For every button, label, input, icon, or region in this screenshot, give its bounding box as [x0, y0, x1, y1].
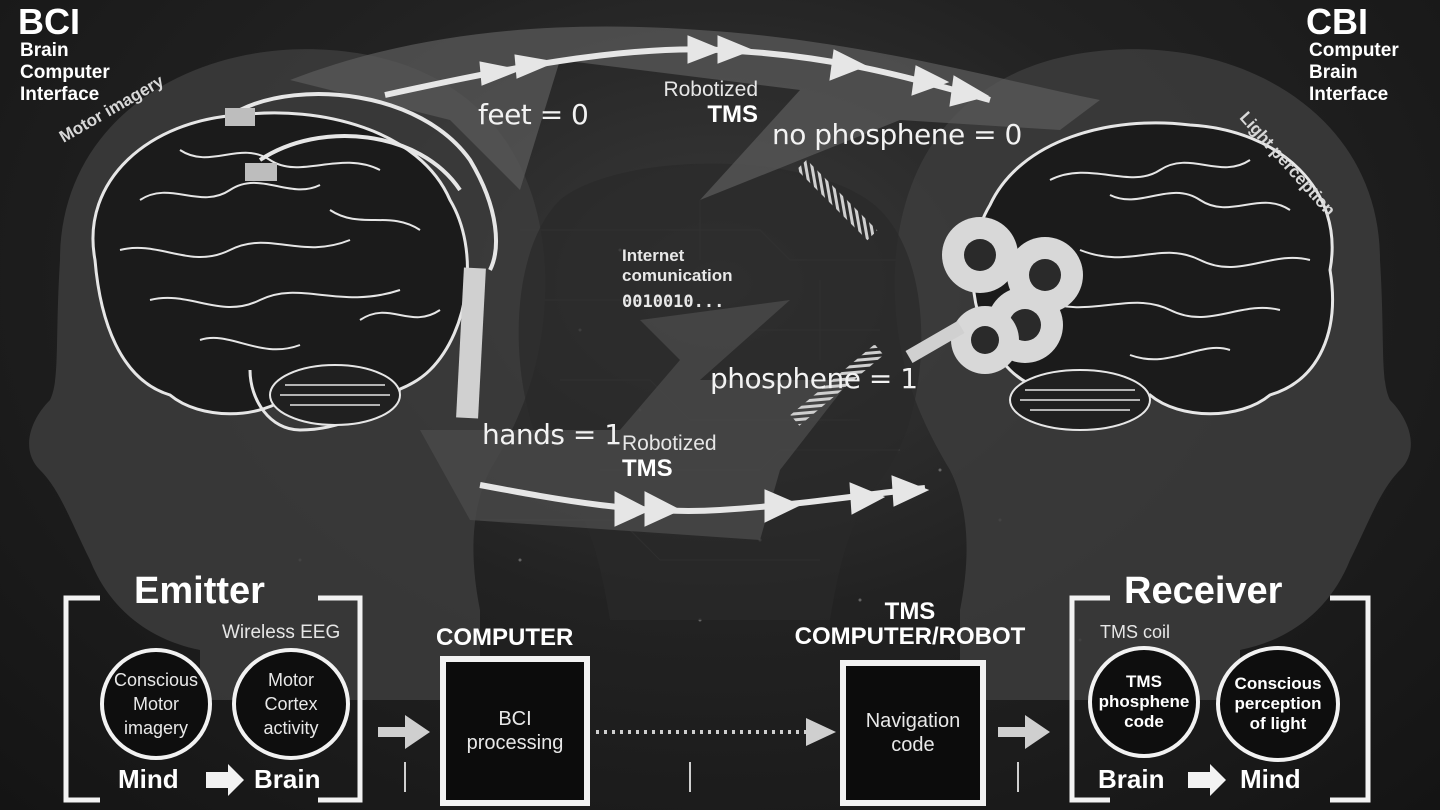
- tms-coil-icon: [790, 159, 1083, 426]
- bci-processing-line2: processing: [466, 732, 564, 754]
- emitter-brain-label: Brain: [254, 764, 321, 794]
- arrow-right-icon: [206, 764, 1226, 796]
- navigation-code-box: Navigation code: [840, 660, 986, 806]
- conscious-perception-circle: Conscious perception of light: [1216, 646, 1340, 762]
- emitter-circle2-line2: Cortex: [264, 694, 318, 714]
- emitter-circle1-line3: imagery: [123, 718, 188, 738]
- top-flow-arrow: [384, 35, 991, 107]
- bottom-robotized-tms: Robotized TMS: [622, 432, 717, 482]
- brain-right-icon: [971, 121, 1334, 431]
- arrow-right-icon: [998, 715, 1050, 749]
- bci-line1: Brain: [20, 40, 69, 61]
- bottom-robotized-line1: Robotized: [622, 432, 717, 455]
- top-robotized-tms: Robotized TMS: [652, 78, 758, 128]
- bottom-robotized-line2: TMS: [622, 455, 673, 482]
- wireless-eeg-label: Wireless EEG: [222, 622, 341, 643]
- cbi-line2: Brain: [1309, 62, 1358, 83]
- feet-zero-label: feet = 0: [478, 98, 589, 131]
- tick-marks: [404, 762, 1019, 792]
- receiver-circle2-line2: perception: [1234, 694, 1322, 713]
- cbi-abbr: CBI: [1306, 1, 1368, 42]
- eeg-electrode-icon: [225, 108, 255, 126]
- tms-coil-label: TMS coil: [1100, 622, 1171, 642]
- arrow-right-icon: [378, 715, 430, 749]
- internet-line1: Internet: [622, 246, 685, 265]
- phosphene-one-label: phosphene = 1: [710, 362, 918, 395]
- cbi-line3: Interface: [1309, 84, 1389, 105]
- emitter-circle2-line3: activity: [263, 718, 319, 738]
- tms-robot-title: TMS COMPUTER/ROBOT: [780, 600, 1040, 650]
- brain-left-icon: [91, 111, 469, 432]
- internet-bits: 0010010...: [622, 292, 725, 312]
- receiver-circle2-line3: of light: [1249, 714, 1307, 733]
- receiver-circle1-line3: code: [1124, 712, 1164, 731]
- bci-line2: Computer: [20, 62, 110, 83]
- navigation-code-line1: Navigation: [865, 710, 961, 732]
- computer-title: COMPUTER: [436, 624, 574, 651]
- bottom-flow-arrow: [479, 475, 930, 527]
- receiver-circle1-line2: phosphene: [1098, 692, 1190, 711]
- eeg-headset-icon: [225, 92, 498, 419]
- receiver-circle2-line1: Conscious: [1234, 674, 1322, 693]
- bci-processing-box: BCI processing: [440, 656, 590, 806]
- receiver-brain-label: Brain: [1098, 764, 1165, 794]
- eeg-electrode-icon: [245, 163, 277, 181]
- tms-title-line1: TMS: [884, 598, 936, 625]
- tms-title-line2: COMPUTER/ROBOT: [794, 623, 1026, 650]
- conscious-motor-imagery-circle: Conscious Motor imagery: [100, 648, 212, 760]
- tms-phosphene-code-circle: TMS phosphene code: [1088, 646, 1200, 758]
- emitter-bracket: [63, 595, 363, 803]
- hands-one-label: hands = 1: [482, 418, 622, 451]
- receiver-mind-label: Mind: [1240, 764, 1301, 794]
- navigation-code-line2: code: [891, 734, 935, 756]
- emitter-circle1-line2: Motor: [132, 694, 179, 714]
- internet-communication: Internet comunication 0010010...: [622, 246, 733, 312]
- emitter-title: Emitter: [134, 570, 265, 612]
- emitter-mind-label: Mind: [118, 764, 179, 794]
- dotted-link: [596, 718, 836, 746]
- cbi-line1: Computer: [1309, 40, 1399, 61]
- eeg-amplifier-icon: [456, 267, 486, 419]
- receiver-circle1-line1: TMS: [1126, 672, 1162, 691]
- motor-cortex-activity-circle: Motor Cortex activity: [232, 648, 350, 760]
- receiver-title: Receiver: [1124, 570, 1283, 612]
- bci-processing-line1: BCI: [498, 708, 532, 730]
- top-robotized-line2: TMS: [707, 101, 758, 128]
- emitter-circle2-line1: Motor: [267, 670, 314, 690]
- top-robotized-line1: Robotized: [663, 78, 758, 101]
- bci-abbr: BCI: [18, 1, 80, 42]
- bci-line3: Interface: [20, 84, 100, 105]
- internet-line2: comunication: [622, 266, 733, 285]
- no-phosphene-label: no phosphene = 0: [772, 118, 1022, 151]
- emitter-circle1-line1: Conscious: [113, 670, 199, 690]
- lightning-band: [420, 300, 850, 540]
- receiver-bracket: [1069, 595, 1371, 803]
